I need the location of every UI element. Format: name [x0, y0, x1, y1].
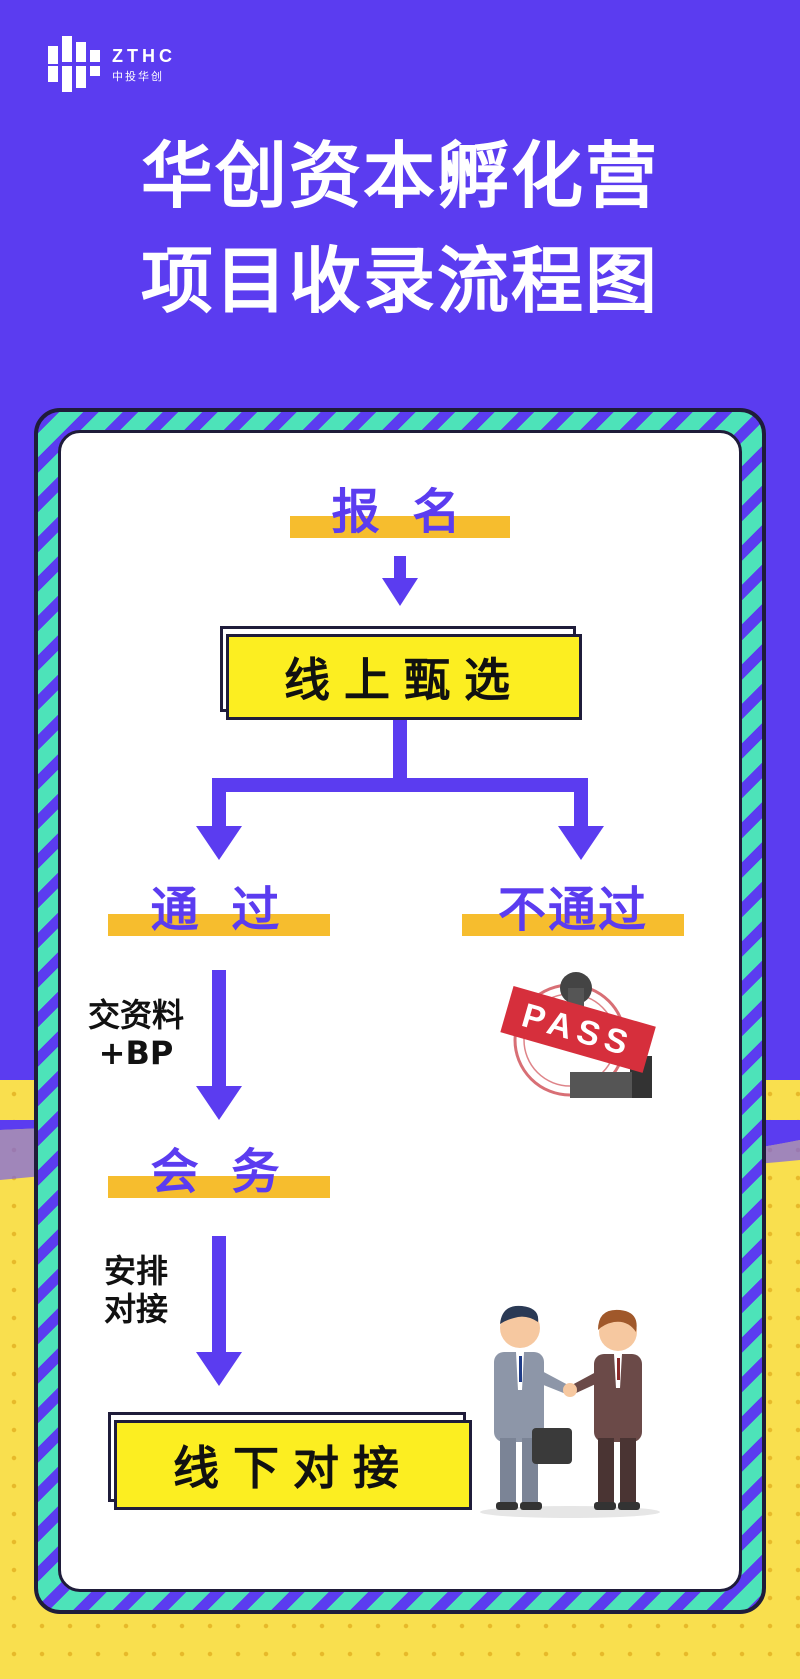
- highlight-register: [290, 516, 510, 538]
- logo-brand-text: ZTHC: [112, 46, 176, 66]
- logo-sub-text: 中投华创: [112, 70, 164, 83]
- arrow-head-online: [382, 578, 418, 606]
- connector-meeting-offline: [212, 1236, 226, 1356]
- arrow-head-meeting: [196, 1086, 242, 1120]
- highlight-meeting: [108, 1176, 330, 1198]
- note-arrange: 安排 对接: [86, 1252, 186, 1329]
- note-arrange-line2: 对接: [103, 1290, 168, 1329]
- page-title-line2: 项目收录流程图: [140, 239, 659, 323]
- step-fail: 不通过: [497, 882, 648, 938]
- step-register: 报 名: [331, 484, 469, 540]
- connector-register-online: [394, 556, 406, 582]
- page-title-line1: 华创资本孵化营: [140, 134, 659, 218]
- note-arrange-line1: 安排: [103, 1252, 168, 1290]
- highlight-fail: [462, 914, 684, 936]
- logo-mark-icon: [48, 36, 100, 92]
- pass-stamp-icon: PASS: [500, 972, 656, 1098]
- connector-online-split: [393, 718, 407, 778]
- highlight-pass: [108, 914, 330, 936]
- arrow-head-offline: [196, 1352, 242, 1386]
- step-online-selection: 线上甄选: [226, 634, 582, 720]
- step-meeting: 会 务: [150, 1144, 288, 1200]
- handshake-illustration-icon: [480, 1305, 660, 1518]
- connector-left-down: [212, 778, 226, 832]
- step-offline-meeting: 线下对接: [114, 1420, 472, 1510]
- connector-right-down: [574, 778, 588, 832]
- arrow-head-pass: [196, 826, 242, 860]
- note-submit-materials: 交资料 +BP: [76, 996, 196, 1073]
- connector-split-horizontal: [212, 778, 588, 792]
- connector-pass-meeting: [212, 970, 226, 1090]
- note-submit-line1: 交资料: [87, 996, 184, 1034]
- note-submit-line2: +BP: [98, 1034, 174, 1073]
- step-pass: 通 过: [150, 882, 288, 938]
- brand-logo: ZTHC 中投华创: [48, 36, 188, 92]
- arrow-head-fail: [558, 826, 604, 860]
